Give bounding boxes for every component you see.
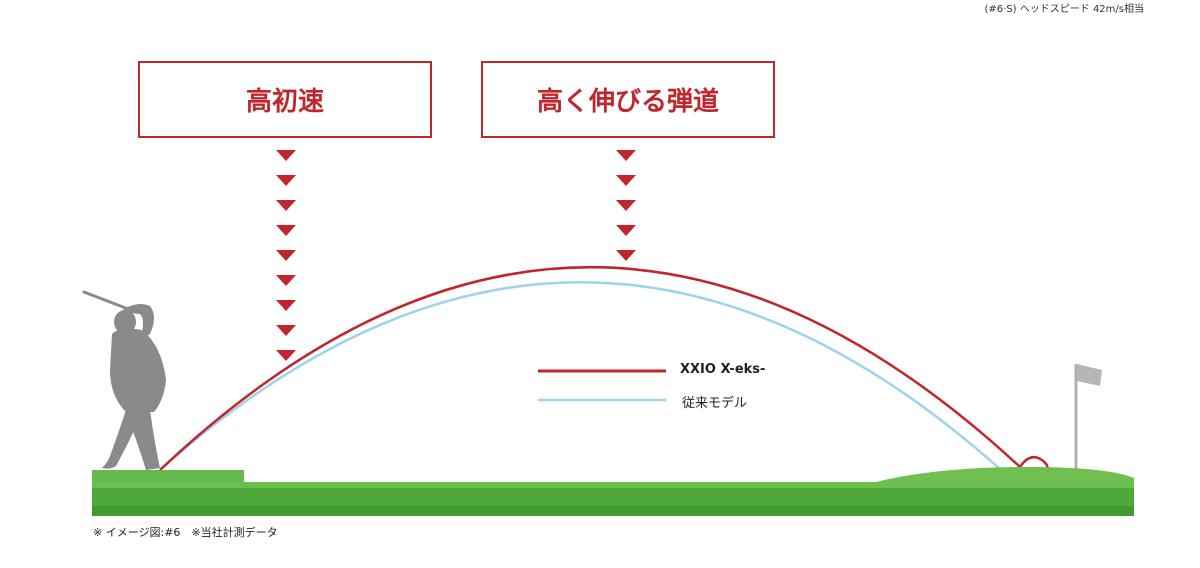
grass-ground bbox=[92, 466, 1134, 516]
callout-high-trajectory: 高く伸びる弾道 bbox=[481, 61, 775, 138]
down-triangle-icon bbox=[276, 300, 296, 311]
callout-high-initial-speed: 高初速 bbox=[138, 61, 432, 138]
down-arrows-right bbox=[616, 150, 636, 261]
trajectory-old-model bbox=[159, 281, 1001, 471]
header-note: (#6·S) ヘッドスピード 42m/s相当 bbox=[984, 4, 1144, 15]
down-triangle-icon bbox=[276, 200, 296, 211]
down-triangle-icon bbox=[276, 275, 296, 286]
trajectory-xxio bbox=[159, 266, 1049, 471]
down-triangle-icon bbox=[616, 225, 636, 236]
down-triangle-icon bbox=[616, 175, 636, 186]
legend-label-old-model: 従来モデル bbox=[682, 396, 748, 411]
down-triangle-icon bbox=[616, 150, 636, 161]
golfer-silhouette-icon bbox=[82, 290, 166, 470]
down-triangle-icon bbox=[616, 250, 636, 261]
down-triangle-icon bbox=[276, 325, 296, 336]
footnote: ※ イメージ図:#6 ※当社計測データ bbox=[93, 526, 278, 539]
down-triangle-icon bbox=[276, 350, 296, 361]
down-triangle-icon bbox=[616, 200, 636, 211]
down-triangle-icon bbox=[276, 175, 296, 186]
down-triangle-icon bbox=[276, 225, 296, 236]
down-arrows-left bbox=[276, 150, 296, 361]
down-triangle-icon bbox=[276, 250, 296, 261]
down-triangle-icon bbox=[276, 150, 296, 161]
legend-label-xxio: XXIO X-eks- bbox=[680, 362, 766, 377]
callout-label: 高初速 bbox=[245, 87, 324, 117]
flag-pin-icon bbox=[1074, 364, 1102, 472]
callout-label: 高く伸びる弾道 bbox=[536, 87, 719, 117]
